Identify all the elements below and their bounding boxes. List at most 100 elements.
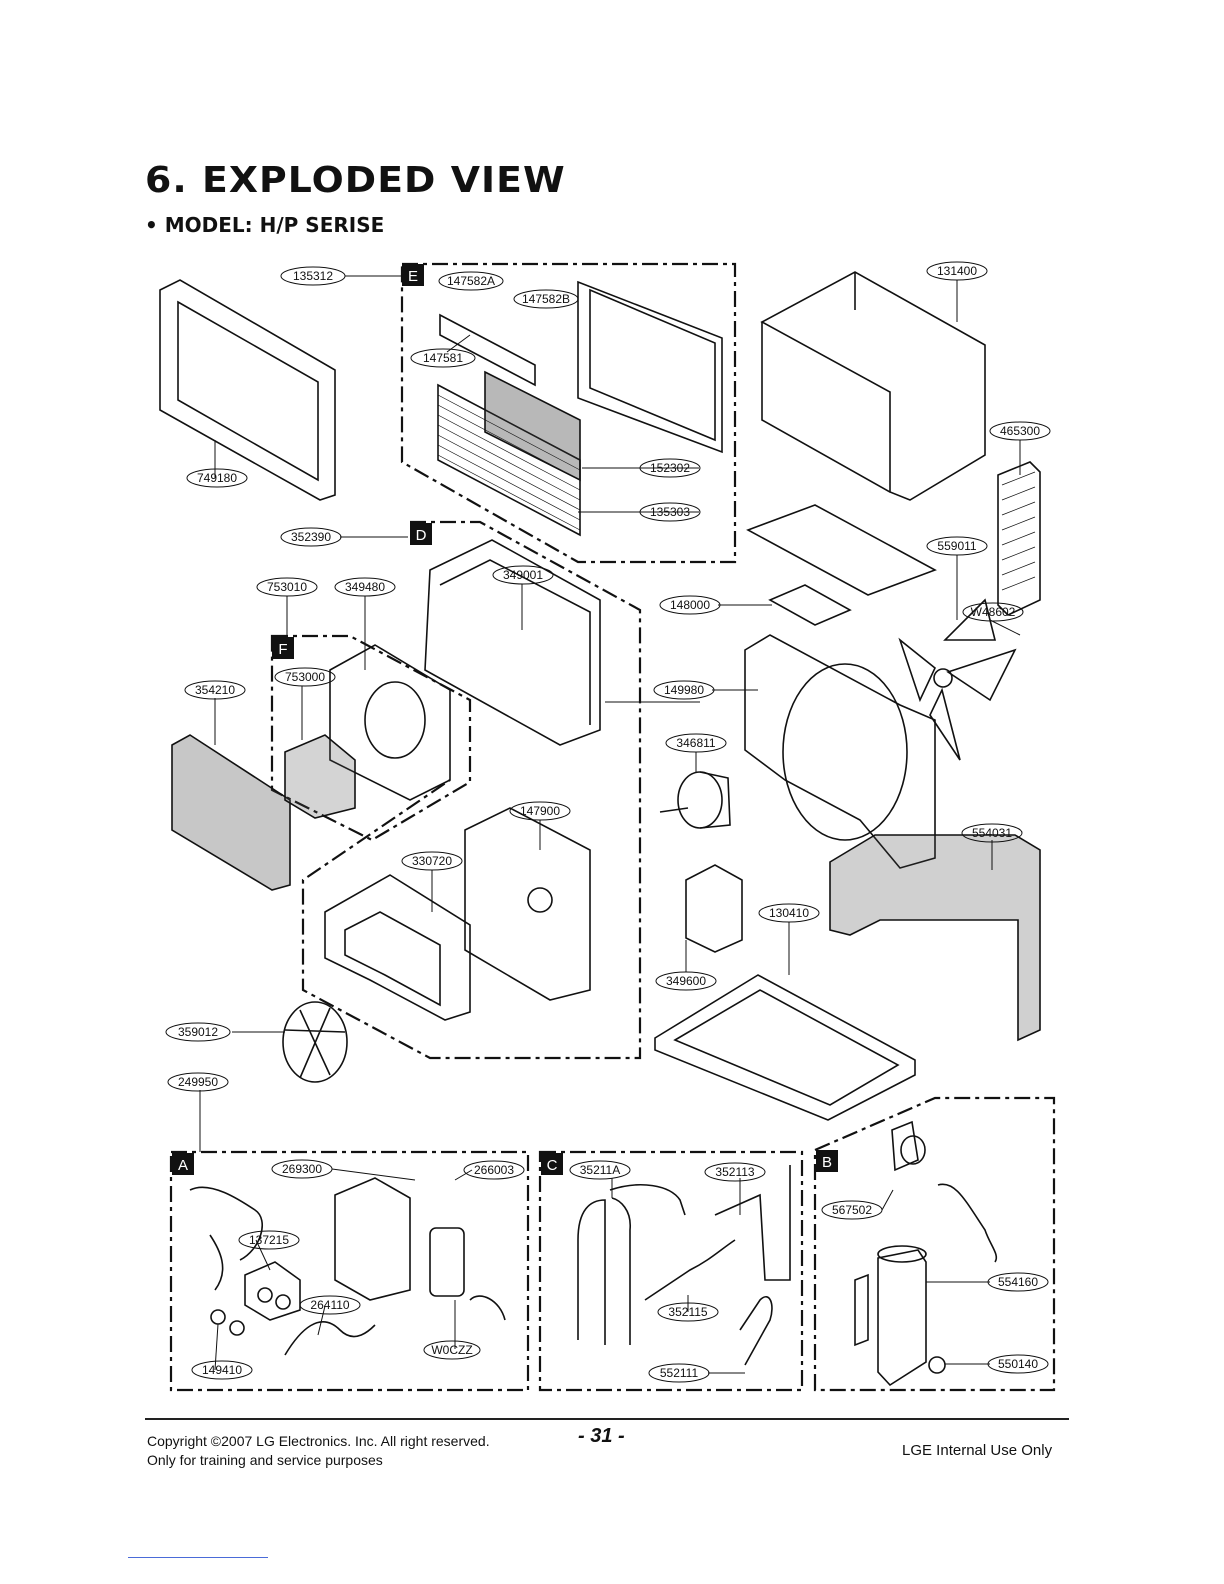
svg-text:35211A: 35211A: [580, 1163, 620, 1177]
callout-149410: 149410: [191, 1360, 253, 1380]
svg-text:550140: 550140: [998, 1357, 1038, 1371]
model-subtitle: • MODEL: H/P SERISE: [145, 213, 385, 237]
callout-W48602: W48602: [962, 602, 1024, 622]
page-title: 6. EXPLODED VIEW: [145, 160, 566, 201]
section-c-letter: C: [547, 1157, 558, 1174]
callout-753010: 753010: [256, 577, 318, 597]
callout-550140: 550140: [987, 1354, 1049, 1374]
svg-text:749180: 749180: [197, 471, 237, 485]
callout-35211A: 35211A: [569, 1160, 631, 1180]
svg-text:354210: 354210: [195, 683, 235, 697]
section-e-badge: [402, 264, 424, 286]
svg-text:346811: 346811: [676, 736, 715, 750]
callout-135312: 135312: [280, 266, 346, 286]
section-b-letter: B: [822, 1154, 832, 1171]
svg-text:137215: 137215: [249, 1233, 289, 1247]
svg-text:149980: 149980: [664, 683, 704, 697]
svg-text:352115: 352115: [668, 1305, 707, 1319]
callout-749180: 749180: [186, 468, 248, 488]
callout-349001: 349001: [492, 565, 554, 585]
callout-567502: 567502: [821, 1200, 883, 1220]
svg-text:130410: 130410: [769, 906, 809, 920]
svg-text:147581: 147581: [423, 351, 463, 365]
svg-text:753000: 753000: [285, 670, 325, 684]
svg-text:266003: 266003: [474, 1163, 514, 1177]
callout-148000: 148000: [659, 595, 721, 615]
svg-text:559011: 559011: [937, 539, 976, 553]
svg-text:352390: 352390: [291, 530, 331, 544]
svg-text:567502: 567502: [832, 1203, 872, 1217]
svg-text:148000: 148000: [670, 598, 710, 612]
section-a-box: [169, 1150, 530, 1392]
svg-text:753010: 753010: [267, 580, 307, 594]
callout-249950: 249950: [167, 1072, 229, 1092]
callout-349600: 349600: [655, 971, 717, 991]
svg-text:552111: 552111: [660, 1366, 699, 1380]
section-b-badge: [816, 1150, 838, 1172]
internal-use-text: LGE Internal Use Only: [902, 1442, 1053, 1459]
svg-text:W48602: W48602: [971, 605, 1016, 619]
svg-text:131400: 131400: [937, 264, 977, 278]
section-e-letter: E: [408, 268, 418, 285]
page-number: - 31 -: [578, 1425, 625, 1447]
svg-text:465300: 465300: [1000, 424, 1040, 438]
svg-text:264110: 264110: [310, 1298, 349, 1312]
section-a-letter: A: [178, 1157, 188, 1174]
section-f-badge: [272, 637, 294, 659]
svg-text:135312: 135312: [293, 269, 333, 283]
svg-text:135303: 135303: [650, 505, 690, 519]
section-f-letter: F: [278, 641, 287, 658]
callout-130410: 130410: [758, 903, 820, 923]
section-e-box: [400, 262, 737, 564]
svg-text:352113: 352113: [715, 1165, 754, 1179]
callout-354210: 354210: [184, 680, 246, 700]
bottom-rule: [128, 1557, 268, 1558]
svg-text:269300: 269300: [282, 1162, 322, 1176]
section-c-box: [538, 1150, 804, 1392]
callout-147581: 147581: [410, 348, 476, 368]
callout-266003: 266003: [463, 1160, 525, 1180]
svg-text:349001: 349001: [503, 568, 543, 582]
svg-text:554160: 554160: [998, 1275, 1038, 1289]
callout-352115: 352115: [657, 1302, 719, 1322]
callout-149980: 149980: [653, 680, 715, 700]
purpose-text: Only for training and service purposes: [147, 1452, 383, 1468]
callout-349480: 349480: [334, 577, 396, 597]
front-frame: [159, 279, 336, 501]
callout-330720: 330720: [401, 851, 463, 871]
callout-552111: 552111: [648, 1363, 710, 1383]
callout-554031: 554031: [961, 823, 1023, 843]
section-d-letter: D: [416, 527, 427, 544]
copyright-text: Copyright ©2007 LG Electronics. Inc. All…: [147, 1433, 490, 1449]
callout-264110: 264110: [299, 1295, 361, 1315]
svg-text:349480: 349480: [345, 580, 385, 594]
section-a-badge: [172, 1153, 194, 1175]
callout-359012: 359012: [165, 1022, 231, 1042]
callout-559011: 559011: [926, 536, 988, 556]
callout-147582A: 147582A: [438, 271, 504, 291]
section-b-box: [813, 1096, 1056, 1392]
callout-W0CZZ: W0CZZ: [423, 1340, 481, 1360]
svg-text:147900: 147900: [520, 804, 560, 818]
svg-text:554031: 554031: [972, 826, 1012, 840]
section-f-box: [270, 634, 472, 842]
svg-text:147582A: 147582A: [447, 274, 495, 288]
callout-131400: 131400: [926, 261, 988, 281]
section-c-badge: [541, 1153, 563, 1175]
svg-text:330720: 330720: [412, 854, 452, 868]
callout-352113: 352113: [704, 1162, 766, 1182]
callout-147582B: 147582B: [513, 289, 579, 309]
section-d-box: [301, 520, 642, 1060]
svg-text:152302: 152302: [650, 461, 690, 475]
callout-753000: 753000: [274, 667, 336, 687]
callout-135303: 135303: [639, 502, 701, 522]
callout-346811: 346811: [665, 733, 727, 753]
svg-text:149410: 149410: [202, 1363, 242, 1377]
callout-269300: 269300: [271, 1159, 333, 1179]
callout-152302: 152302: [639, 458, 701, 478]
callout-352390: 352390: [280, 527, 342, 547]
footer-divider: [145, 1418, 1069, 1420]
svg-text:359012: 359012: [178, 1025, 218, 1039]
section-d-badge: [410, 523, 432, 545]
